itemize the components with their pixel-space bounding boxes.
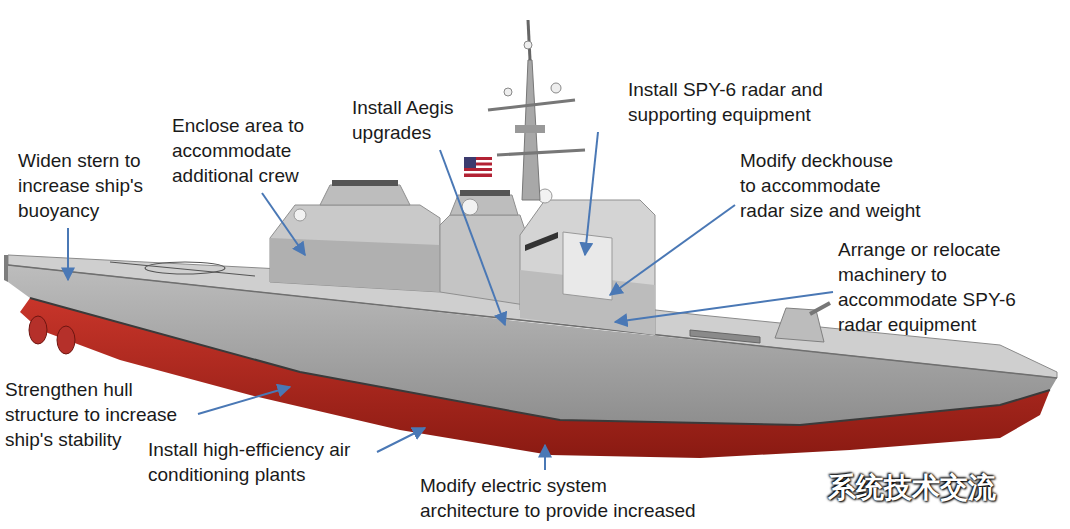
mast bbox=[488, 100, 575, 110]
mast bbox=[551, 83, 561, 93]
helo-deck-markings bbox=[145, 262, 225, 274]
midship-block bbox=[440, 215, 525, 305]
deckhouse bbox=[520, 200, 655, 335]
hangar bbox=[270, 205, 440, 292]
leader-arrows bbox=[585, 132, 598, 255]
leader-arrows bbox=[615, 292, 833, 322]
helo-deck-markings bbox=[110, 262, 255, 276]
bridge-windows bbox=[525, 232, 558, 251]
us-flag bbox=[464, 171, 492, 174]
propellers bbox=[29, 316, 75, 354]
forward-stack-top bbox=[460, 190, 510, 196]
mast bbox=[515, 125, 545, 133]
callout-label: Install Aegis upgrades bbox=[352, 95, 453, 145]
callout-label: Install high-efficiency air conditioning… bbox=[148, 437, 350, 487]
us-flag bbox=[464, 157, 492, 177]
callout-label: Enclose area to accommodate additional c… bbox=[172, 113, 304, 188]
callout-label: Modify deckhouse to accommodate radar si… bbox=[740, 148, 921, 223]
callout-label: Install SPY-6 radar and supporting equip… bbox=[628, 77, 823, 127]
transom bbox=[4, 255, 8, 282]
vls-hatches bbox=[690, 330, 760, 343]
radome bbox=[294, 209, 306, 221]
radome bbox=[462, 199, 478, 215]
gun-mount bbox=[810, 303, 830, 314]
us-flag bbox=[464, 157, 476, 168]
leader-arrows bbox=[544, 445, 546, 470]
hangar-face bbox=[270, 238, 440, 292]
leader-arrows bbox=[262, 193, 305, 255]
callout-label: Widen stern to increase ship's buoyancy bbox=[18, 148, 143, 223]
callout-label: Modify electric system architecture to p… bbox=[420, 473, 696, 523]
mast bbox=[524, 41, 532, 49]
mast bbox=[504, 88, 512, 96]
callout-label: Arrange or relocate machinery to accommo… bbox=[838, 237, 1016, 337]
helo-deck-markings bbox=[110, 262, 255, 276]
aft-stack bbox=[320, 185, 410, 205]
gun-mount bbox=[775, 303, 830, 342]
leader-arrows bbox=[377, 428, 425, 452]
hull bbox=[4, 255, 1057, 458]
propellers bbox=[29, 316, 47, 344]
aft-stack-top bbox=[332, 180, 398, 186]
radar-array-face bbox=[563, 232, 612, 300]
us-flag bbox=[464, 157, 492, 177]
gun-mount bbox=[775, 308, 824, 342]
mast bbox=[488, 20, 585, 200]
mast bbox=[497, 150, 585, 155]
leader-arrows bbox=[198, 387, 290, 414]
superstructure bbox=[270, 180, 655, 335]
watermark: 系统技术交流 bbox=[828, 470, 996, 506]
leader-arrows bbox=[610, 205, 735, 295]
leader-arrows bbox=[440, 150, 505, 325]
leader-arrows bbox=[67, 228, 69, 280]
propellers bbox=[57, 326, 75, 354]
mast bbox=[528, 20, 530, 60]
